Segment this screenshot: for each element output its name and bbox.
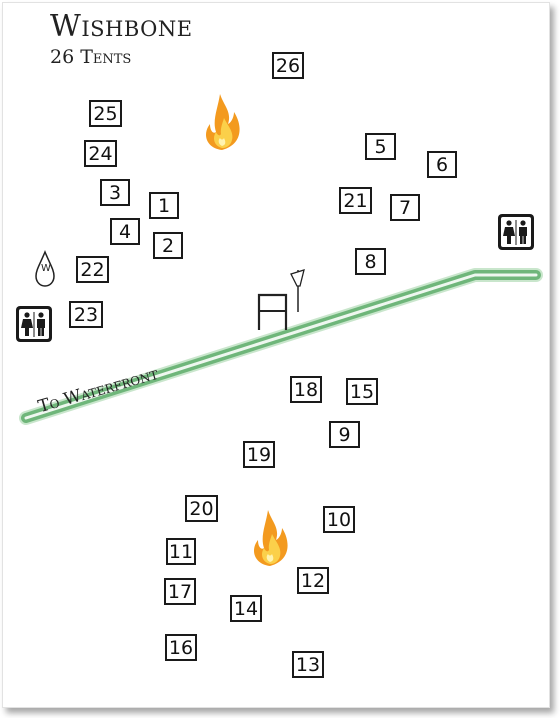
tent-20[interactable]: 20 xyxy=(185,495,218,522)
restroom-icon xyxy=(16,306,52,342)
tent-6[interactable]: 6 xyxy=(427,151,457,178)
tent-25[interactable]: 25 xyxy=(89,100,122,127)
tent-15[interactable]: 15 xyxy=(346,378,378,405)
campfire-icon xyxy=(254,510,288,566)
tent-12[interactable]: 12 xyxy=(297,567,329,594)
tent-16[interactable]: 16 xyxy=(165,634,197,661)
water-spigot-icon xyxy=(35,250,55,287)
tent-19[interactable]: 19 xyxy=(243,441,275,468)
pavilion-icon xyxy=(257,293,288,330)
tent-7[interactable]: 7 xyxy=(390,194,420,221)
tent-13[interactable]: 13 xyxy=(292,651,324,678)
tent-3[interactable]: 3 xyxy=(100,179,130,206)
restroom-icon xyxy=(498,214,534,250)
road-to-waterfront xyxy=(19,268,543,425)
tent-26[interactable]: 26 xyxy=(272,52,304,79)
tent-23[interactable]: 23 xyxy=(69,301,103,328)
tent-1[interactable]: 1 xyxy=(149,192,179,219)
tent-17[interactable]: 17 xyxy=(164,578,196,605)
tent-24[interactable]: 24 xyxy=(84,140,117,167)
tent-22[interactable]: 22 xyxy=(76,256,109,283)
tent-5[interactable]: 5 xyxy=(365,133,396,160)
tent-4[interactable]: 4 xyxy=(110,218,140,245)
water-spigot-label: W xyxy=(41,263,51,274)
tent-18[interactable]: 18 xyxy=(290,376,322,403)
tent-8[interactable]: 8 xyxy=(355,248,386,275)
tent-11[interactable]: 11 xyxy=(166,538,196,565)
tent-14[interactable]: 14 xyxy=(230,595,262,622)
campfire-icon xyxy=(206,94,240,150)
tent-10[interactable]: 10 xyxy=(323,506,355,533)
tent-9[interactable]: 9 xyxy=(329,421,360,448)
map-subtitle: 26 Tents xyxy=(50,46,132,68)
map-title: Wishbone xyxy=(50,9,193,44)
flag-icon xyxy=(290,269,305,312)
tent-21[interactable]: 21 xyxy=(339,187,372,214)
tent-2[interactable]: 2 xyxy=(153,232,183,259)
